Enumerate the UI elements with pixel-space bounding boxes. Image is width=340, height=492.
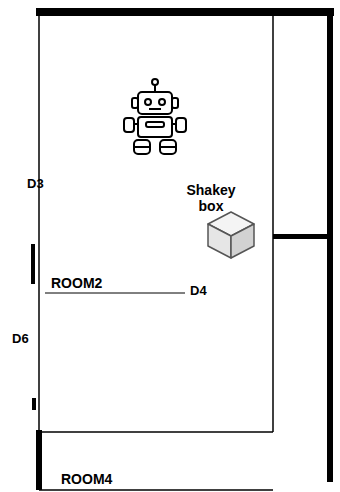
room-line [45, 293, 185, 294]
corridor-divider [273, 234, 329, 239]
bottom-wall [39, 489, 273, 491]
right-wall [327, 12, 333, 482]
room-divider [39, 431, 273, 433]
top-wall [36, 8, 334, 16]
left-wall [38, 12, 40, 432]
box-icon [208, 212, 254, 258]
corridor-wall [272, 12, 274, 432]
room-label: ROOM4 [61, 471, 112, 487]
door-label: D4 [190, 284, 207, 299]
robot-icon [124, 79, 186, 154]
door-label: D3 [27, 177, 44, 192]
room-label: ROOM2 [51, 275, 102, 291]
door-label: D6 [12, 332, 29, 347]
door-leaf [31, 244, 35, 284]
door-leaf [32, 398, 36, 410]
left-wall-thick [36, 430, 42, 490]
object-label: Shakey box [178, 182, 244, 214]
